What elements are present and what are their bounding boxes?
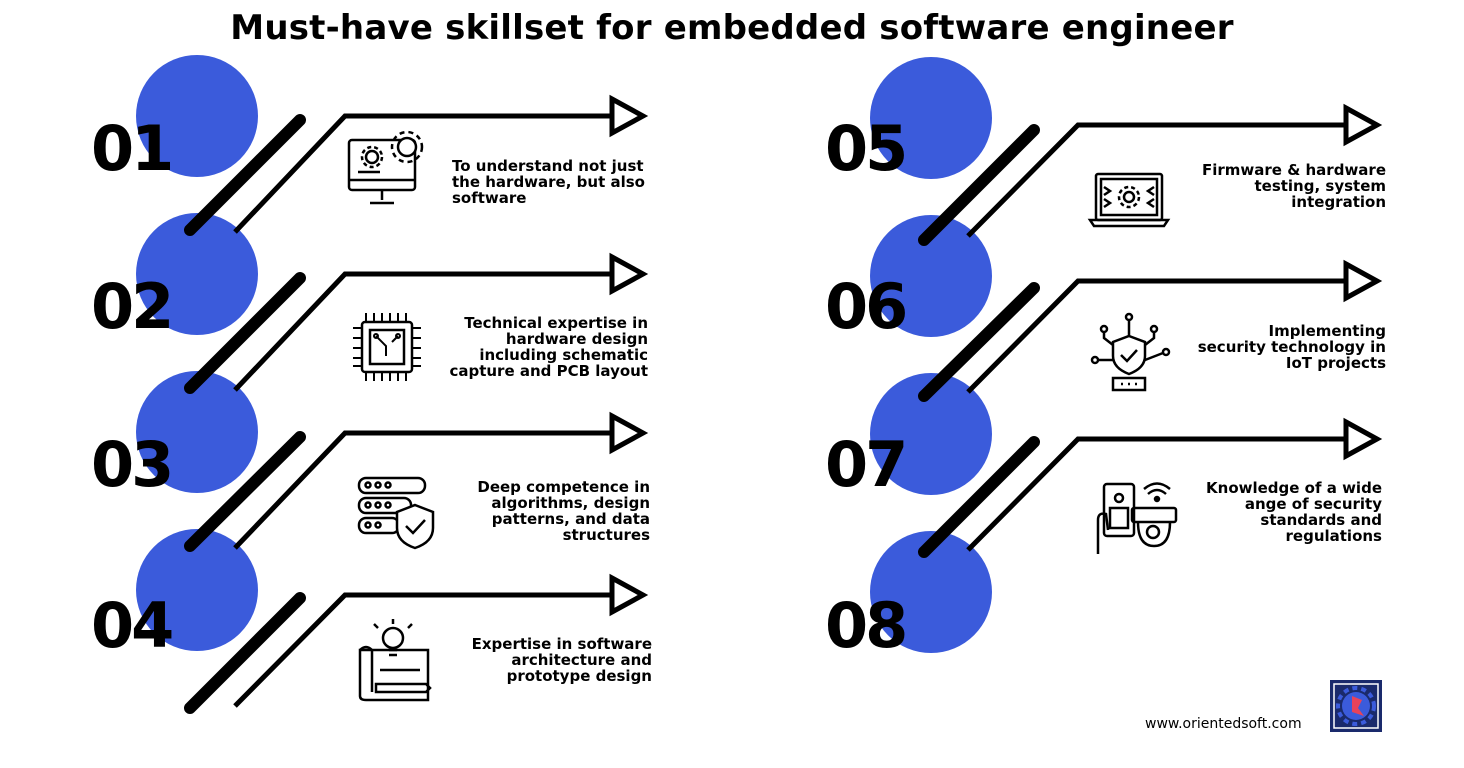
iot-shield-icon bbox=[1090, 312, 1171, 392]
skill-number-07: 07 bbox=[825, 428, 908, 501]
right-thick-slashes bbox=[918, 124, 1040, 558]
circle-03 bbox=[136, 371, 258, 493]
right-arrows bbox=[966, 103, 1383, 552]
circle-01 bbox=[136, 55, 258, 177]
skill-number-06: 06 bbox=[825, 270, 908, 343]
skill-number-04: 04 bbox=[91, 589, 174, 662]
circle-05 bbox=[870, 57, 992, 179]
left-thick-slashes bbox=[184, 114, 306, 714]
circle-02 bbox=[136, 213, 258, 335]
skill-text-07: Knowledge of a wide ange of security sta… bbox=[1206, 479, 1382, 545]
left-circles bbox=[136, 55, 258, 651]
circle-07 bbox=[870, 373, 992, 495]
footer-url[interactable]: www.orientedsoft.com bbox=[1145, 716, 1302, 732]
chip-circuit-icon bbox=[353, 313, 421, 381]
skill-number-03: 03 bbox=[91, 428, 174, 501]
right-circles bbox=[870, 57, 992, 653]
circle-04 bbox=[136, 529, 258, 651]
left-arrows bbox=[233, 94, 649, 708]
server-shield-icon bbox=[357, 476, 435, 550]
skill-number-02: 02 bbox=[91, 270, 174, 343]
laptop-gear-icon bbox=[1087, 172, 1171, 228]
monitor-gears-icon bbox=[347, 130, 424, 205]
circle-06 bbox=[870, 215, 992, 337]
smart-camera-icon bbox=[1096, 482, 1178, 554]
skill-text-02: Technical expertise in hardware design i… bbox=[449, 314, 648, 380]
skill-text-03: Deep competence in algorithms, design pa… bbox=[477, 478, 650, 544]
skill-text-01: To understand not just the hardware, but… bbox=[452, 157, 645, 207]
orientedsoft-logo-icon bbox=[1330, 680, 1382, 732]
skill-number-01: 01 bbox=[91, 112, 174, 185]
skill-text-04: Expertise in software architecture and p… bbox=[471, 635, 652, 685]
circle-08 bbox=[870, 531, 992, 653]
skill-text-06: Implementing security technology in IoT … bbox=[1197, 322, 1386, 372]
skill-number-08: 08 bbox=[825, 589, 908, 662]
skill-text-05: Firmware & hardware testing, system inte… bbox=[1202, 161, 1386, 211]
blueprint-bulb-icon bbox=[358, 619, 432, 702]
page-title: Must-have skillset for embedded software… bbox=[230, 8, 1234, 48]
skill-number-05: 05 bbox=[825, 112, 908, 185]
